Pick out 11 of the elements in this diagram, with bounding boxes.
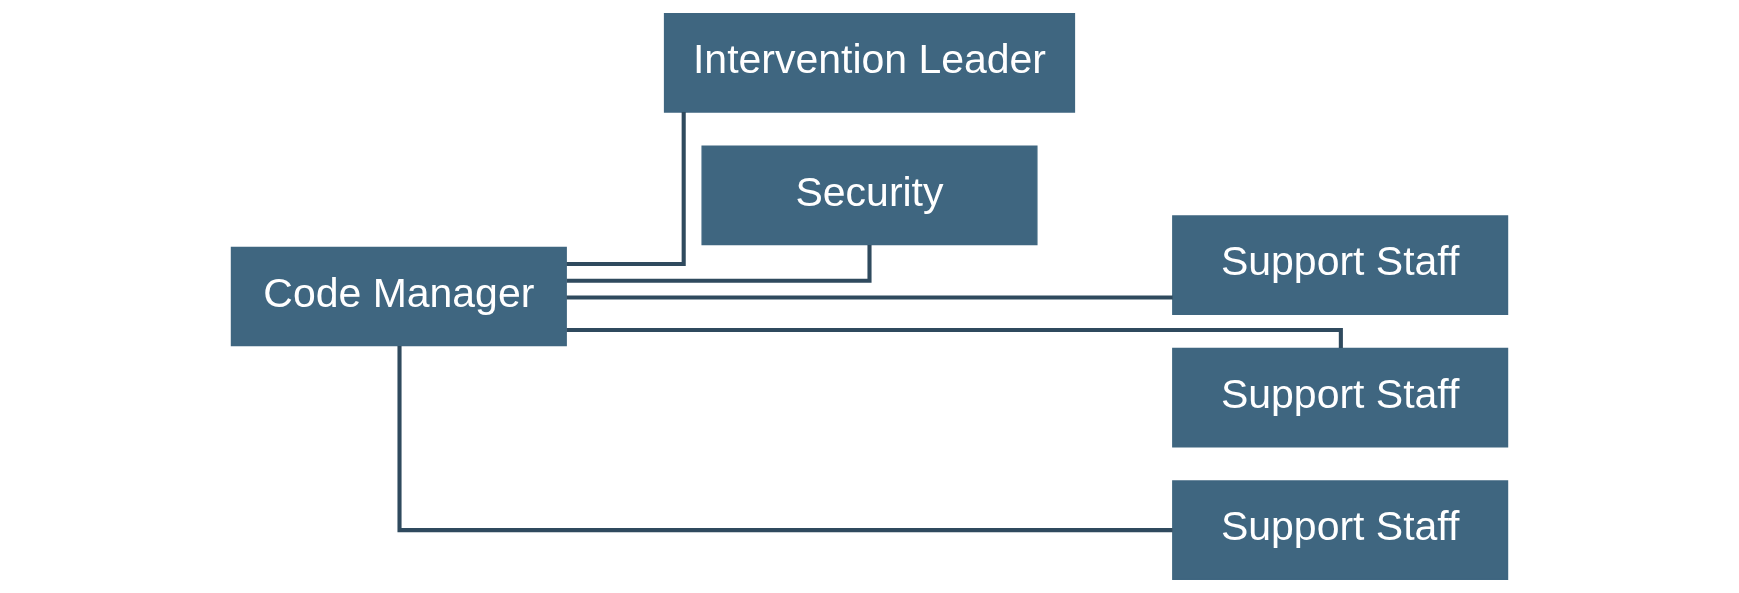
connector [566, 327, 1343, 349]
node-box: Support Staff [1172, 215, 1509, 315]
connector [566, 295, 1173, 300]
node-box: Code Manager [230, 246, 567, 347]
connector [566, 245, 872, 283]
node-box: Security [701, 145, 1038, 246]
node-box: Support Staff [1172, 480, 1509, 580]
node-box: Intervention Leader [663, 13, 1076, 113]
connector [397, 346, 1173, 533]
node-box: Support Staff [1172, 347, 1509, 448]
connector [566, 112, 686, 267]
